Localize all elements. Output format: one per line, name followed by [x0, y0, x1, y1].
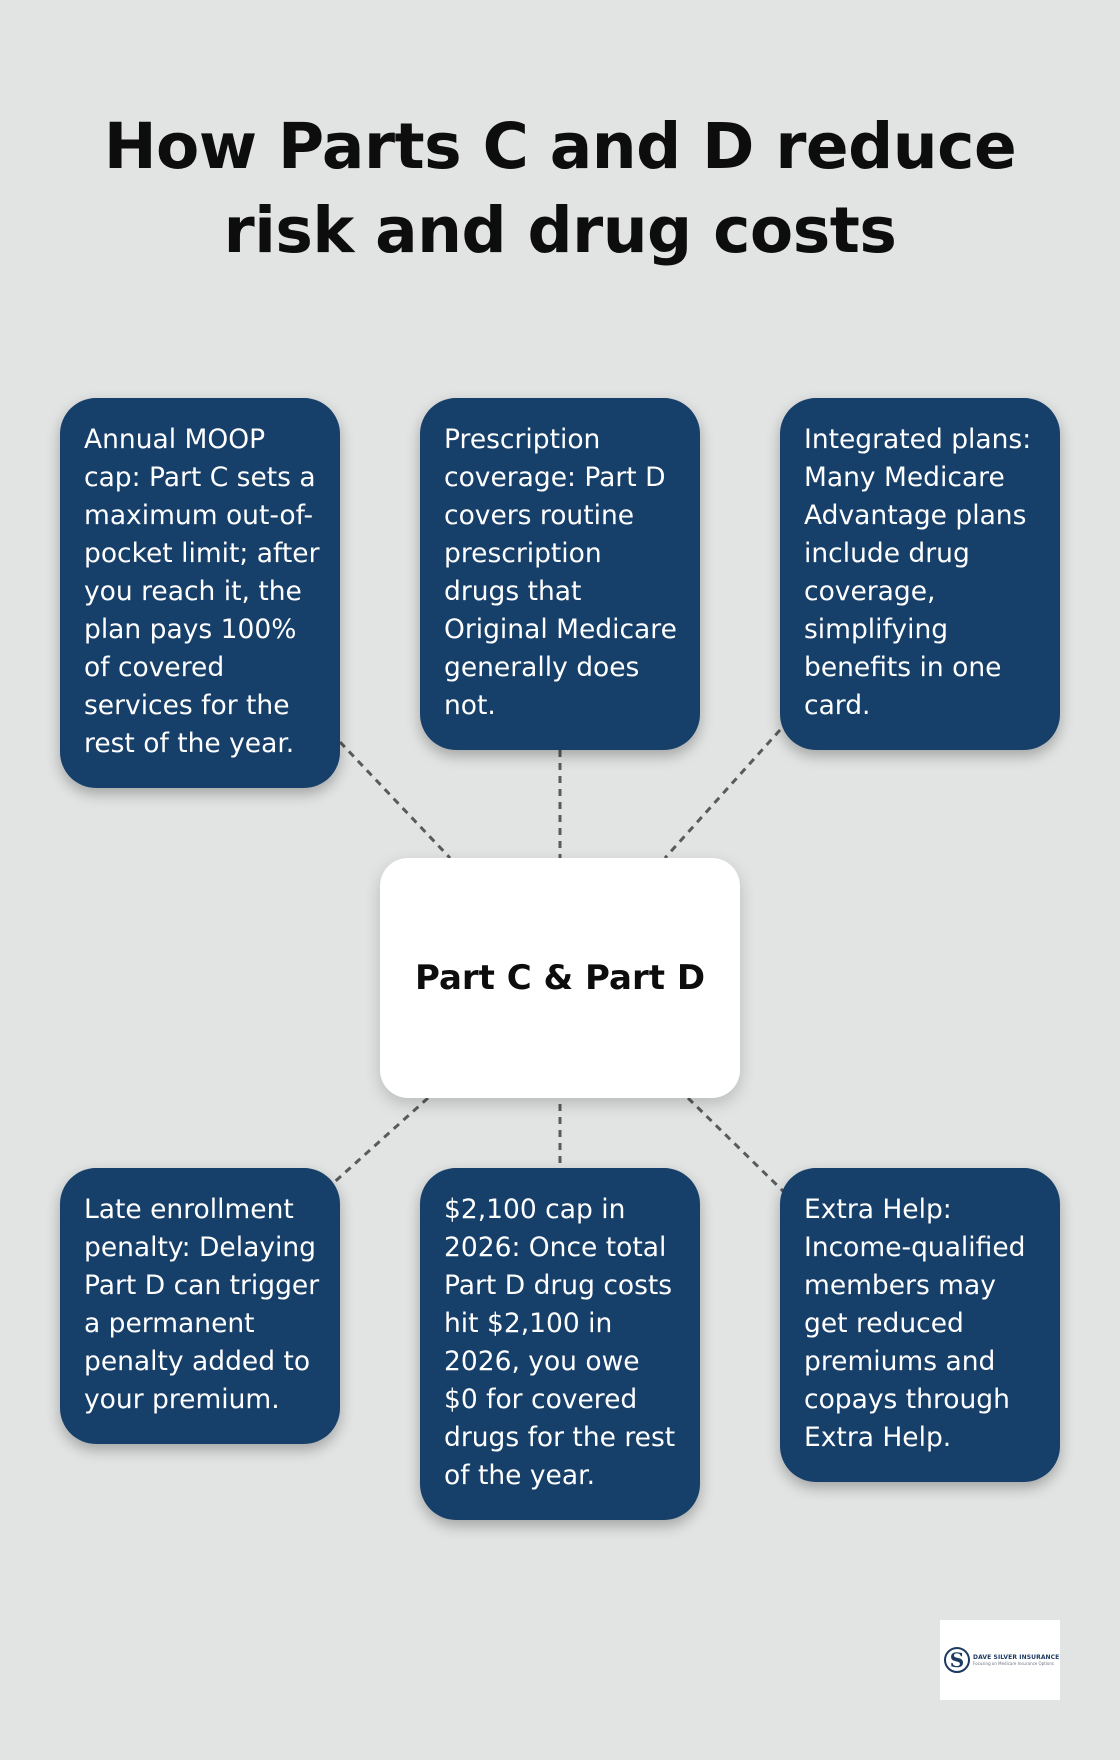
card-integrated-plans: Integrated plans: Many Medicare Advantag…: [780, 398, 1060, 750]
card-text: Extra Help: Income-qualified members may…: [804, 1194, 1026, 1453]
logo-name: DAVE SILVER INSURANCE: [973, 1654, 1060, 1661]
svg-text:S: S: [950, 1648, 964, 1672]
card-text: $2,100 cap in 2026: Once total Part D dr…: [444, 1194, 676, 1491]
center-node: Part C & Part D: [380, 858, 740, 1098]
company-logo: S DAVE SILVER INSURANCE Focusing on Medi…: [940, 1620, 1060, 1700]
card-prescription-coverage: Prescription coverage: Part D covers rou…: [420, 398, 700, 750]
card-text: Late enrollment penalty: Delaying Part D…: [84, 1194, 320, 1415]
logo-tagline: Focusing on Medicare Insurance Options: [973, 1661, 1054, 1666]
card-late-enrollment-penalty: Late enrollment penalty: Delaying Part D…: [60, 1168, 340, 1444]
card-text: Integrated plans: Many Medicare Advantag…: [804, 424, 1032, 721]
card-text: Prescription coverage: Part D covers rou…: [444, 424, 677, 721]
connector-bottom-left: [328, 1096, 430, 1188]
connector-bottom-right: [686, 1096, 786, 1194]
logo-s-emblem-icon: S: [944, 1647, 970, 1673]
card-annual-moop-cap: Annual MOOP cap: Part C sets a maximum o…: [60, 398, 340, 788]
card-extra-help: Extra Help: Income-qualified members may…: [780, 1168, 1060, 1482]
page-title: How Parts C and D reduce risk and drug c…: [103, 110, 1017, 267]
card-2026-cap: $2,100 cap in 2026: Once total Part D dr…: [420, 1168, 700, 1520]
card-text: Annual MOOP cap: Part C sets a maximum o…: [84, 424, 320, 759]
connector-top-right: [663, 728, 782, 860]
connector-top-left: [338, 740, 452, 860]
center-label: Part C & Part D: [414, 958, 706, 998]
